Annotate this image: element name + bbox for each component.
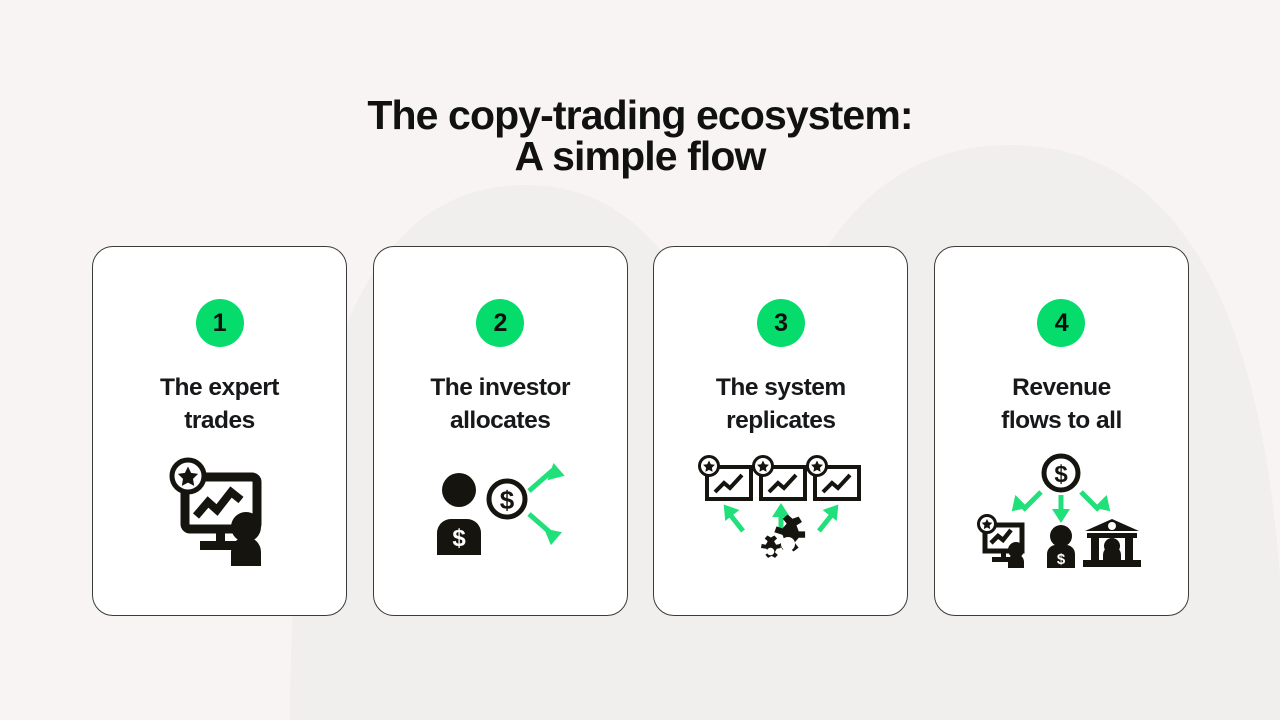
step-heading-3: The system replicates	[715, 374, 846, 435]
step-card-list: 1 The expert trades	[92, 246, 1189, 616]
step-heading-4: Revenue flows to all	[1001, 374, 1122, 435]
chart-star-card-icon	[805, 455, 861, 501]
step-card-4[interactable]: 4 Revenue flows to all $	[933, 246, 1189, 616]
step-heading-2: The investor allocates	[430, 374, 570, 435]
system-replication-icon	[697, 455, 861, 558]
step-card-1[interactable]: 1 The expert trades	[92, 246, 347, 616]
svg-text:$: $	[1055, 461, 1069, 488]
chart-star-card-icon	[751, 455, 807, 501]
gears-icon	[760, 514, 805, 558]
step-number-badge-2: 2	[476, 299, 525, 347]
step-number-badge-3: 3	[756, 299, 805, 347]
person-icon	[230, 512, 261, 542]
revenue-distribution-icon: $	[977, 453, 1142, 568]
investor-allocation-icon: $ $	[437, 462, 565, 555]
expert-trader-monitor-icon	[977, 514, 1025, 568]
svg-text:$: $	[452, 525, 466, 552]
expert-trader-monitor-icon	[169, 457, 261, 566]
step-art-4: $	[935, 437, 1188, 587]
step-number-badge-1: 1	[195, 299, 244, 347]
investor-person-dollar-icon: $	[1047, 525, 1076, 568]
page-title: The copy-trading ecosystem: A simple flo…	[367, 92, 913, 179]
chart-star-card-icon	[697, 455, 753, 501]
svg-text:$: $	[500, 485, 515, 515]
dollar-coin-icon: $	[486, 478, 528, 520]
svg-text:$: $	[1057, 551, 1066, 568]
bank-building-icon	[1083, 519, 1142, 567]
dollar-coin-icon: $	[1041, 453, 1081, 493]
investor-person-dollar-icon: $	[437, 473, 482, 555]
step-card-3[interactable]: 3 The system replicates	[653, 246, 909, 616]
step-art-2: $ $	[374, 437, 627, 587]
step-art-3	[654, 437, 907, 587]
step-art-1	[93, 437, 346, 587]
step-number-badge-4: 4	[1037, 299, 1086, 347]
arrow-up-right-icon	[527, 468, 555, 493]
step-card-2[interactable]: 2 The investor allocates $ $	[372, 246, 628, 616]
step-heading-1: The expert trades	[160, 374, 279, 435]
